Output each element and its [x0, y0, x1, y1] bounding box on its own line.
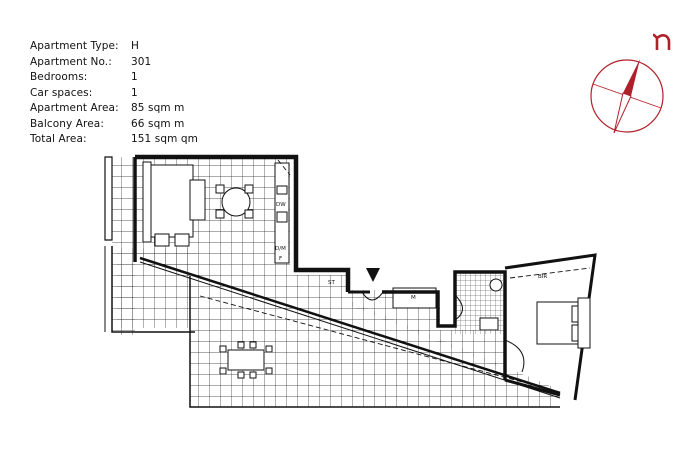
info-value: 1	[131, 71, 138, 83]
label-dishwasher: DW	[276, 202, 286, 208]
info-value: 1	[131, 86, 138, 99]
info-label: Apartment Area:	[30, 102, 119, 114]
furniture	[142, 161, 591, 379]
n-logo-icon	[652, 33, 671, 50]
info-label: Total Area:	[30, 133, 87, 145]
label-m: M	[411, 295, 416, 301]
info-value: H	[131, 40, 139, 52]
label-washer: D/M	[275, 246, 286, 252]
info-label: Car spaces:	[30, 86, 93, 99]
walls	[104, 154, 597, 408]
label-store: ST	[328, 280, 335, 286]
info-value: 151 sqm qm	[131, 133, 198, 145]
compass-icon	[590, 59, 664, 134]
info-label: Apartment Type:	[30, 40, 119, 52]
info-value: 301	[131, 55, 152, 68]
info-value: 66 sqm m	[131, 117, 185, 130]
info-label: Bedrooms:	[30, 71, 88, 83]
room-labels: DW D/M F ST M BIR	[275, 202, 547, 301]
info-label: Balcony Area:	[30, 117, 104, 130]
info-label: Apartment No.:	[30, 55, 112, 68]
entry-arrow-icon	[366, 268, 380, 282]
label-bir: BIR	[538, 274, 547, 280]
dashed-lines	[199, 159, 591, 393]
info-value: 85 sqm m	[131, 102, 185, 114]
label-fridge: F	[279, 256, 282, 262]
